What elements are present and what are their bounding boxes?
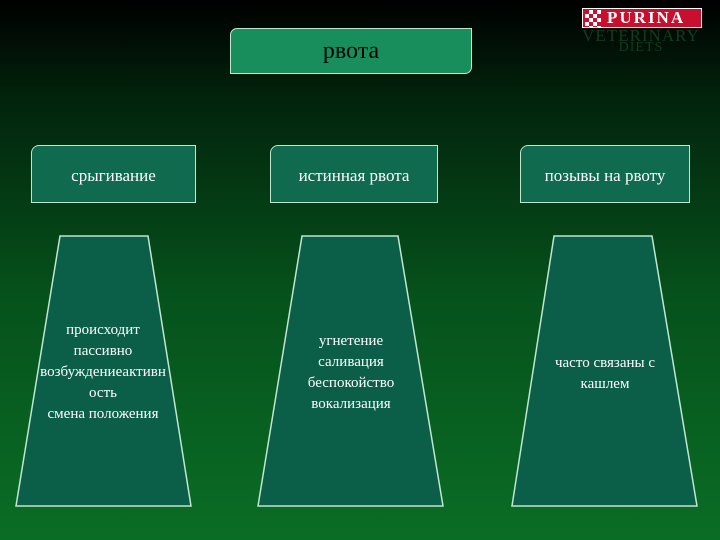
trapezoid-line: часто связаны с bbox=[554, 355, 655, 371]
checkerboard-icon bbox=[585, 9, 601, 27]
category-label: позывы на рвоту bbox=[544, 166, 666, 185]
trapezoid-text-regurgitation: происходит пассивно возбуждениеактивн ос… bbox=[28, 320, 178, 425]
category-label: срыгивание bbox=[71, 166, 156, 185]
trapezoid-line: вокализация bbox=[311, 396, 391, 412]
trapezoid-regurgitation bbox=[15, 235, 192, 507]
trapezoid-line: пассивно bbox=[73, 343, 133, 359]
trapezoid-text-true-vomiting: угнетение саливация беспокойство вокализ… bbox=[276, 331, 426, 415]
trapezoid-line: кашлем bbox=[580, 376, 630, 392]
trapezoid-line: смена положения bbox=[47, 406, 159, 422]
trapezoid-text-retching: часто связаны с кашлем bbox=[530, 353, 680, 395]
trapezoid-true-vomiting bbox=[257, 235, 444, 507]
purina-logo: VETERINARY DIETS PURINA bbox=[568, 6, 714, 56]
logo-subtitle-veterinary: VETERINARY bbox=[582, 26, 700, 45]
trapezoid-line: происходит bbox=[66, 322, 140, 338]
category-box-regurgitation: срыгивание bbox=[31, 145, 196, 203]
title-box: рвота bbox=[230, 28, 472, 74]
logo-brand-bar: PURINA bbox=[582, 8, 702, 28]
trapezoid-line: саливация bbox=[318, 354, 384, 370]
category-box-retching: позывы на рвоту bbox=[520, 145, 690, 203]
trapezoid-retching bbox=[511, 235, 698, 507]
trapezoid-line: угнетение bbox=[318, 333, 384, 349]
title-label: рвота bbox=[322, 37, 380, 64]
trapezoid-line: беспокойство bbox=[307, 375, 395, 391]
logo-subtitle-diets: DIETS bbox=[618, 40, 664, 55]
category-label: истинная рвота bbox=[298, 166, 410, 185]
category-box-true-vomiting: истинная рвота bbox=[270, 145, 438, 203]
logo-brand-name: PURINA bbox=[607, 8, 686, 27]
trapezoid-line: ость bbox=[89, 385, 117, 401]
trapezoid-line: возбуждениеактивн bbox=[40, 364, 166, 380]
